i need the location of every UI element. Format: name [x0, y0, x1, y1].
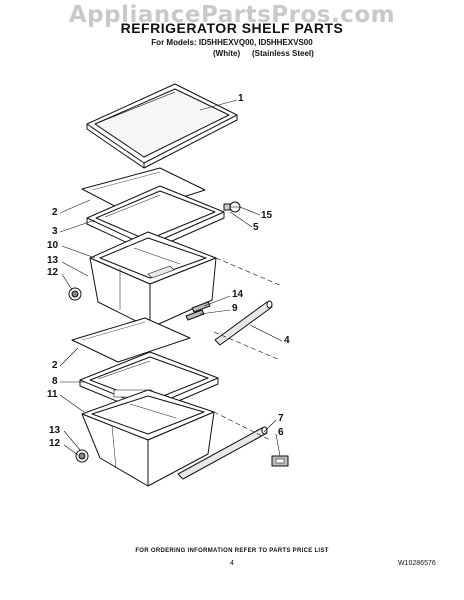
rail-lower: [177, 426, 268, 480]
variant-stainless: (Stainless Steel): [252, 49, 314, 58]
callout-9: 9: [232, 303, 238, 314]
callout-12-lower: 12: [49, 438, 61, 449]
document-number: W10286576: [398, 560, 436, 567]
callout-3: 3: [52, 226, 58, 237]
callout-10: 10: [47, 240, 59, 251]
callout-15: 15: [261, 210, 273, 221]
ordering-note: FOR ORDERING INFORMATION REFER TO PARTS …: [135, 548, 329, 554]
assembly-lines: [213, 257, 283, 441]
page-title: REFRIGERATOR SHELF PARTS: [120, 20, 344, 36]
slide-clip-6: [271, 455, 289, 467]
watermark: AppliancePartsPros.com: [68, 2, 396, 28]
crisper-drawer-lower: [81, 389, 215, 487]
page-number: 4: [230, 560, 234, 567]
callout-12-upper: 12: [47, 267, 59, 278]
callout-2-lower: 2: [52, 360, 58, 371]
knob-upper: [68, 287, 82, 301]
callout-5: 5: [253, 222, 259, 233]
callout-11: 11: [47, 389, 58, 400]
leader-lines: [59, 99, 283, 457]
callout-6: 6: [278, 427, 284, 438]
shelf-frame-top: [86, 83, 238, 169]
callout-4: 4: [284, 335, 290, 346]
callout-1: 1: [238, 93, 244, 104]
callout-8: 8: [52, 376, 58, 387]
rail-upper: [214, 300, 273, 346]
callout-2-upper: 2: [52, 207, 58, 218]
variant-white: (White): [213, 49, 241, 58]
model-list: For Models: ID5HHEXVQ00, ID5HHEXVS00: [151, 38, 313, 47]
callout-13-upper: 13: [47, 255, 59, 266]
glass-insert-lower: [71, 317, 191, 363]
screw-15: [223, 201, 241, 213]
bracket-14-9: [185, 301, 211, 321]
callout-7: 7: [278, 413, 284, 424]
crisper-drawer-upper: [89, 231, 217, 329]
callout-14: 14: [232, 289, 244, 300]
knob-lower: [75, 449, 89, 463]
callout-13-lower: 13: [49, 425, 61, 436]
